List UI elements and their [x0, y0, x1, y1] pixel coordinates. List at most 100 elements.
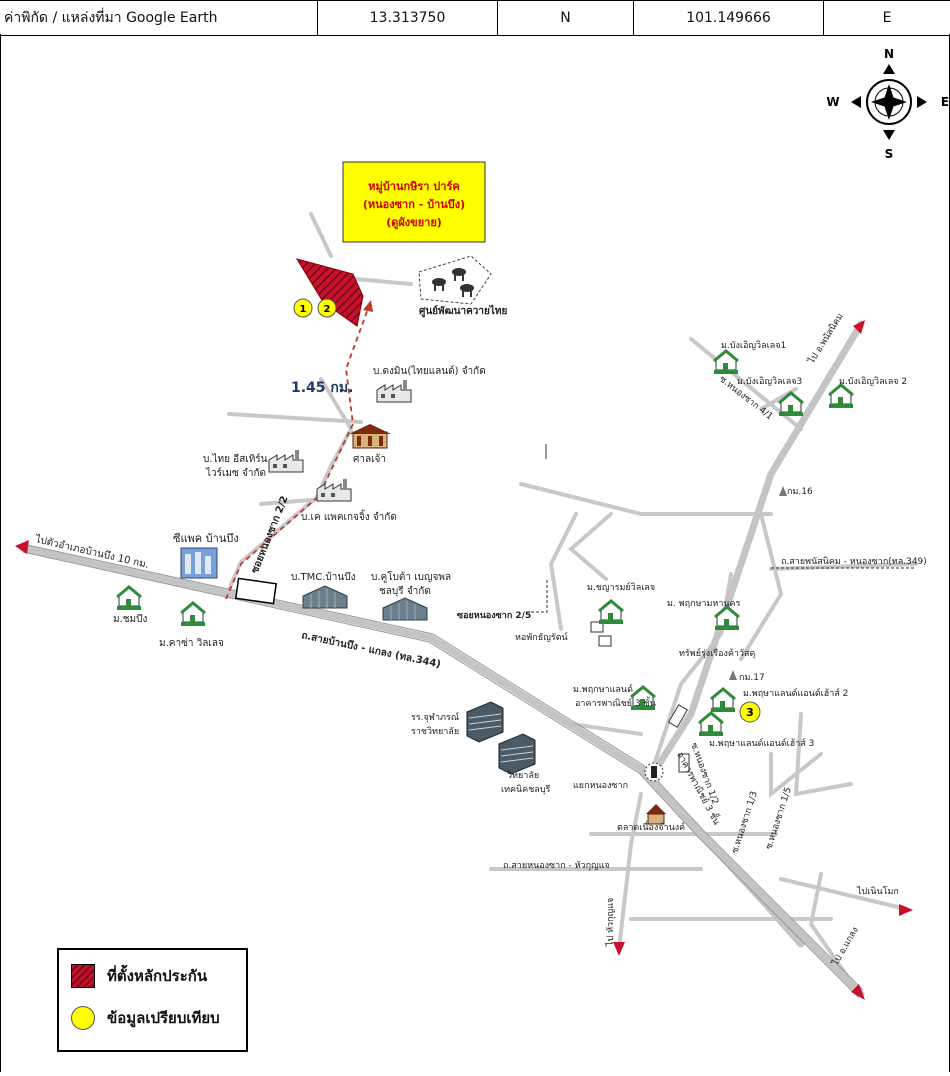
longitude-direction: E [882, 10, 892, 26]
label-college-1: วิทยาลัย [507, 770, 539, 781]
shophouse-b-icon [678, 753, 690, 773]
project-title-line2: (หนองซาก - บ้านบึง) [363, 198, 465, 211]
road-buffalo [353, 277, 413, 286]
road-east-link [739, 512, 784, 661]
phruksa-ah2-house-icon [709, 687, 737, 714]
legend-collateral-label: ที่ตั้งหลักประกัน [107, 967, 208, 985]
label-shophouse-a: อาคารพาณิชย์ 3 ชั้น [575, 696, 656, 709]
km17-marker-icon [729, 670, 737, 680]
label-phruksa-nakorn: ม. พฤกษามหานคร [667, 599, 741, 609]
label-soi-1-5: ซ.หนองซาก 1/5 [764, 786, 794, 851]
label-distance: 1.45 กม. [291, 380, 353, 396]
label-km16: กม.16 [787, 487, 813, 497]
label-cpac: ซีแพค บ้านบึง [173, 532, 239, 545]
label-junction: แยกหนองซาก [573, 781, 628, 791]
label-casa: ม.คาซ่า วิลเลจ [159, 638, 224, 649]
map-canvas: หมู่บ้านกษิรา ปาร์ค (หนองซาก - บ้านบึง) … [15, 47, 949, 1000]
major-roads [19, 320, 865, 998]
label-chombueng: ม.ชมบึง [113, 613, 147, 625]
label-buffalo-center: ศูนย์พัฒนาควายไทย [419, 304, 508, 318]
legend-row-collateral: ที่ตั้งหลักประกัน [71, 964, 207, 988]
road-edges [22, 543, 864, 999]
road-349-north [652, 320, 865, 773]
route-arrow-head [363, 300, 373, 312]
km16-marker-icon [779, 486, 787, 496]
label-market: ตลาดเนื่องจำนงค์ [617, 820, 685, 833]
bungoen2-house-icon [827, 383, 855, 410]
map-legend: ที่ตั้งหลักประกัน ข้อมูลเปรียบเทียบ [57, 948, 248, 1052]
latitude-direction: N [498, 1, 634, 35]
latitude-value: 13.313750 [318, 1, 498, 35]
label-road-349: ถ.สายพนัสนิคม - หนองซาก(ทล.349) [781, 556, 927, 567]
arrow-nernmok [899, 904, 913, 916]
marker-2-label: 2 [324, 304, 331, 315]
label-phruksa-land: ม.พฤกษาแลนด์ [573, 683, 633, 695]
road-north-stub [309, 212, 333, 258]
route-to-collateral [225, 305, 370, 600]
marker-1-label: 1 [300, 304, 307, 315]
label-kubota-1: บ.คูโบต้า เบญจพล [371, 570, 451, 583]
traffic-light-icon [644, 762, 664, 782]
casa-house-icon [179, 601, 207, 628]
shrine-icon [349, 424, 391, 449]
coord-source-label: ค่าพิกัด / แหล่งที่มา Google Earth [0, 1, 318, 35]
label-phruksa-ah3: ม.พฤษาแลนด์แอนด์เฮ้าส์ 3 [709, 737, 814, 749]
label-thai-eastern-1: บ.ไทย อีสเทิร์น [203, 453, 268, 465]
site-block-icon [234, 577, 278, 605]
soi-2-5-pointer [531, 580, 548, 613]
legend-comparison-label: ข้อมูลเปรียบเทียบ [107, 1009, 220, 1027]
label-college-2: เทคนิคชลบุรี [501, 784, 551, 795]
shophouse-a-icon [667, 704, 689, 728]
thai-eastern-factory-icon [268, 449, 304, 473]
label-tmc: บ.TMC.บ้านบึง [291, 571, 356, 583]
compass-west: W [826, 95, 839, 109]
label-dorm: หอพักธัญรัตน์ [515, 631, 568, 643]
market-icon [646, 804, 666, 825]
marker-2: 2 [317, 298, 337, 318]
road-dongmin [227, 412, 363, 424]
project-title-line1: หมู่บ้านกษิรา ปาร์ค [368, 180, 459, 194]
coordinate-bar: ค่าพิกัด / แหล่งที่มา Google Earth 13.31… [0, 0, 950, 36]
arrow-hua [613, 942, 625, 956]
label-phruksa-ah2: ม.พฤษาแลนด์แอนด์เฮ้าส์ 2 [743, 687, 848, 699]
direction-arrows [15, 320, 913, 1000]
label-to-nernmok: ไปเนินโมก [856, 886, 899, 897]
arrow-klaeng [851, 984, 865, 1000]
label-bungoen3: ม.บังเอิญวิลเลจ3 [737, 376, 802, 387]
label-kubota-2: ชลบุรี จำกัด [379, 585, 431, 597]
phruksa-ah3-house-icon [697, 711, 725, 738]
label-bungoen1: ม.บังเอิญวิลเลจ1 [721, 340, 786, 351]
road-nernmok [779, 877, 908, 911]
chombueng-house-icon [115, 585, 143, 612]
cpac-icon [180, 547, 218, 579]
compass-south: S [885, 147, 894, 161]
label-k-packaging: บ.เค แพคเกจจิ้ง จำกัด [301, 509, 397, 523]
label-thai-eastern-2: ไวร์เมซ จำกัด [205, 467, 266, 479]
dongmin-factory-icon [376, 379, 412, 403]
bungoen1-house-icon [712, 349, 740, 376]
label-to-huakunjae: ไป หัวกุญแจ [605, 898, 616, 947]
road-hua [617, 792, 643, 951]
road-kpack [259, 498, 313, 506]
project-title-box [342, 161, 486, 243]
road-upper-east [519, 482, 773, 516]
dorm-block-icon [590, 621, 604, 633]
legend-row-comparison: ข้อมูลเปรียบเทียบ [71, 1006, 220, 1030]
marker-3-label: 3 [746, 706, 754, 719]
road-soi-2-5 [548, 512, 578, 631]
label-soi-1-3: ซ.หนองซาก 1/3 [730, 790, 760, 855]
school-building-icon [466, 701, 504, 743]
label-school-1: รร.จุฬาภรณ์ [411, 711, 459, 723]
road-klaeng [637, 765, 805, 948]
label-bungoen2: ม.บังเอิญวิลเลจ 2 [839, 376, 907, 387]
marker-3: 3 [739, 701, 761, 723]
collateral-swatch-icon [71, 964, 95, 988]
arrow-west [15, 540, 29, 554]
tmc-warehouse-icon [302, 585, 348, 609]
chayaram-house-icon [597, 599, 625, 626]
phruksa-nakorn-house-icon [713, 605, 741, 632]
label-soi-2-2: ซอยหนองซาก 2/2 [250, 494, 291, 575]
label-dongmin: บ.ดงมิน(ไทยแลนด์) จำกัด [373, 365, 486, 377]
compass-east: E [941, 95, 949, 109]
label-soi-2-5: ซอยหนองซาก 2/5 [457, 611, 531, 621]
